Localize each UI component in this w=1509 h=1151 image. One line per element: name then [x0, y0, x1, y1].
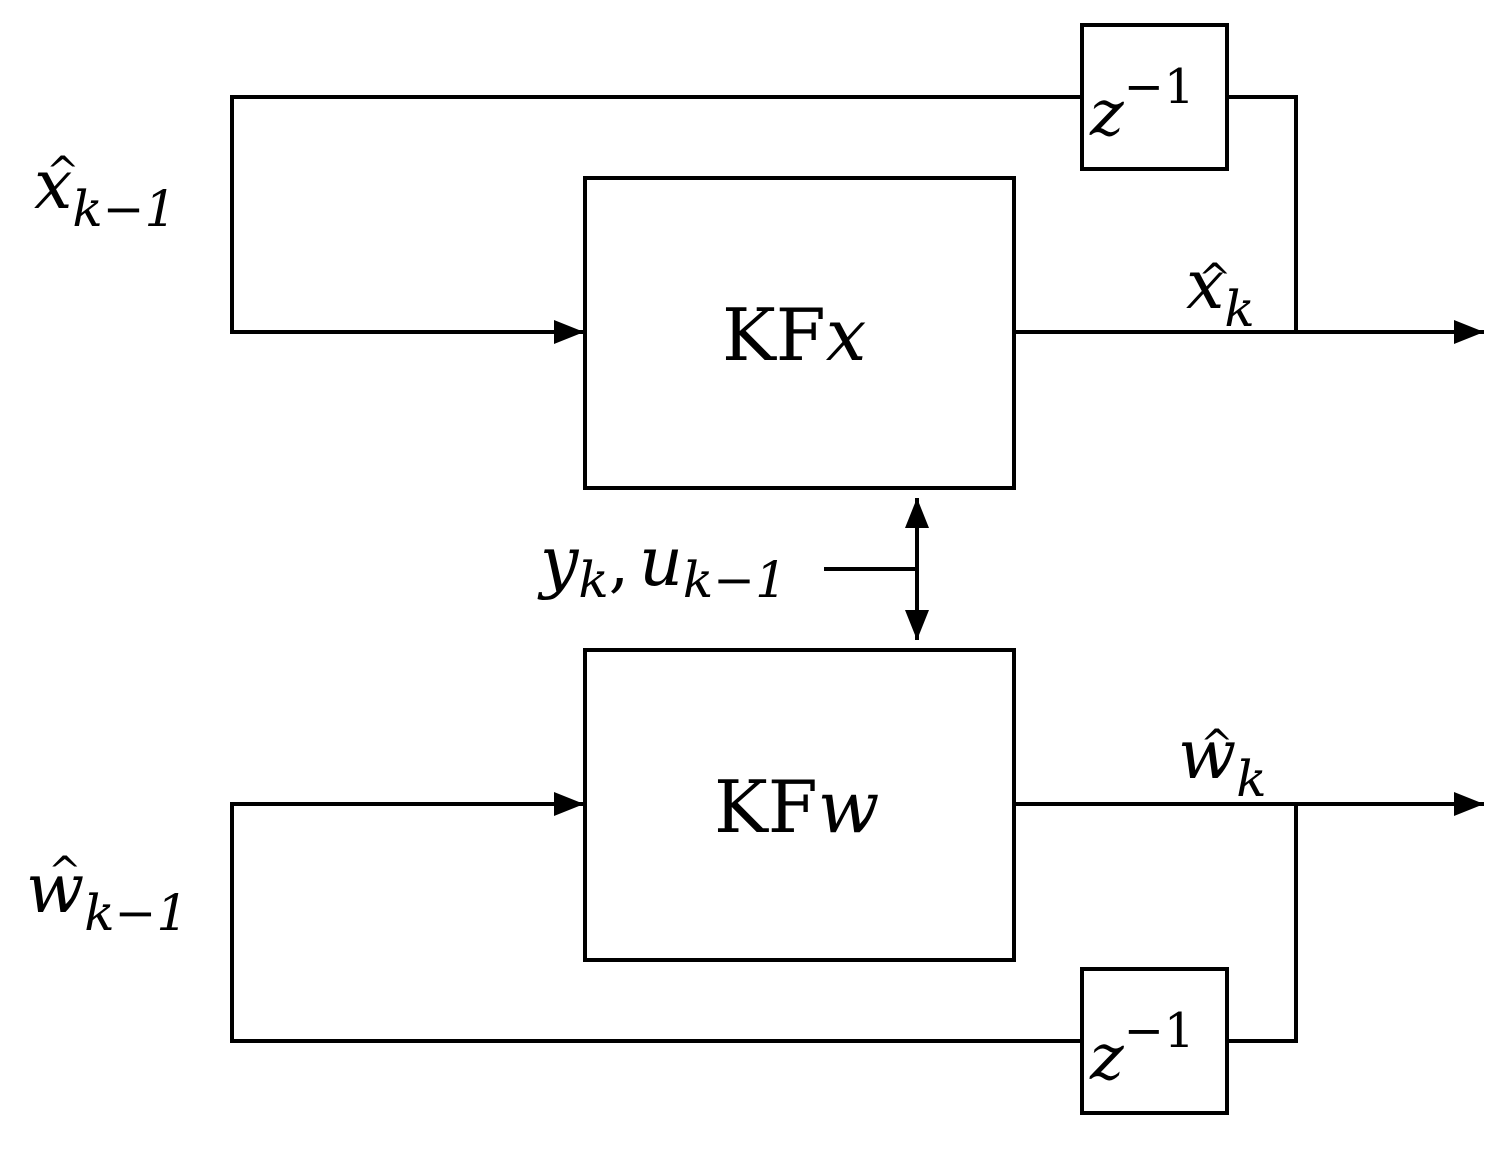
kfw-label: KFw — [714, 765, 879, 849]
kfw-block — [583, 648, 1016, 962]
svg-text:^: ^ — [1200, 722, 1234, 768]
delay-block-bottom — [1080, 967, 1229, 1115]
svg-text:xk−1: xk−1 — [34, 146, 176, 238]
w-hat-k-label: ^ wk — [1178, 716, 1267, 808]
svg-text:yk,uk−1: yk,uk−1 — [537, 523, 787, 609]
w-input-wire — [230, 792, 1082, 1043]
w-hat-k-minus-1-label: ^ wk−1 — [26, 849, 188, 942]
kfx-block — [583, 176, 1016, 490]
svg-text:wk−1: wk−1 — [26, 850, 188, 942]
delay-block-top — [1080, 23, 1229, 171]
w-feedback-wire-right — [1228, 804, 1298, 1043]
measurement-label: yk,uk−1 — [537, 523, 787, 609]
x-hat-k-minus-1-label: ^ xk−1 — [34, 146, 176, 238]
delay-top-label: z−1 — [1089, 59, 1194, 151]
kfx-label: KFx — [722, 293, 866, 377]
svg-text:xk: xk — [1186, 246, 1255, 338]
svg-text:^: ^ — [1198, 256, 1232, 302]
delay-bottom-label: z−1 — [1089, 1003, 1194, 1095]
svg-text:^: ^ — [46, 149, 80, 195]
x-hat-k-label: ^ xk — [1186, 246, 1255, 338]
x-feedback-wire — [1228, 95, 1298, 332]
x-feedback-wire-left — [230, 95, 1082, 344]
svg-text:^: ^ — [48, 849, 82, 895]
svg-text:wk: wk — [1178, 716, 1267, 808]
